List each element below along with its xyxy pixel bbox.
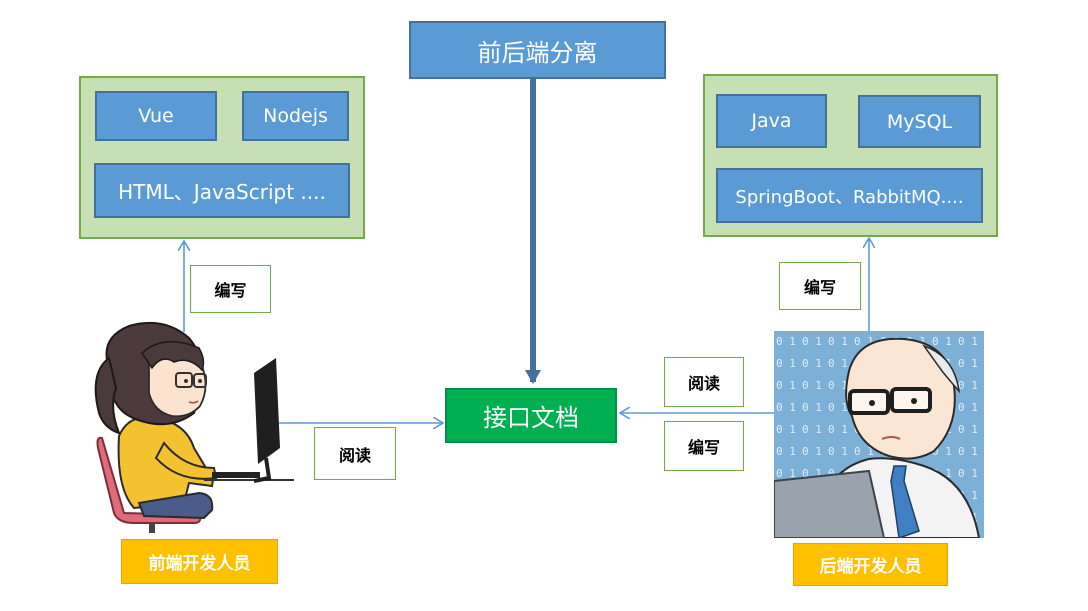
- frontend-role-badge: 前端开发人员: [121, 539, 278, 584]
- backend-developer-man-illustration: 0 1: [774, 331, 984, 538]
- backend-write-note: 编写: [779, 262, 861, 310]
- frontend-nodejs-label: Nodejs: [263, 105, 328, 127]
- frontend-read-note: 阅读: [314, 427, 396, 480]
- backend-write-doc-note: 编写: [664, 421, 744, 471]
- frontend-vue-label: Vue: [138, 105, 174, 127]
- backend-springboot-box: SpringBoot、RabbitMQ....: [716, 168, 983, 223]
- backend-mysql-label: MySQL: [886, 110, 953, 133]
- backend-java-label: Java: [751, 110, 792, 132]
- frontend-developer-girl-illustration: [94, 321, 294, 533]
- backend-read-note: 阅读: [664, 357, 744, 407]
- backend-developer-drawing: 0 1: [774, 331, 984, 538]
- frontend-vue-box: Vue: [95, 91, 217, 141]
- frontend-role-label: 前端开发人员: [148, 554, 251, 574]
- frontend-html-js-box: HTML、JavaScript ....: [94, 163, 350, 218]
- backend-role-badge: 后端开发人员: [793, 543, 948, 586]
- backend-role-label: 后端开发人员: [819, 557, 922, 577]
- frontend-write-label: 编写: [214, 281, 247, 300]
- backend-write-label: 编写: [803, 278, 836, 297]
- backend-mysql-box: MySQL: [858, 95, 981, 148]
- frontend-write-note: 编写: [190, 265, 271, 313]
- backend-read-label: 阅读: [687, 374, 720, 393]
- frontend-html-js-label: HTML、JavaScript ....: [118, 180, 326, 204]
- title-box: 前后端分离: [409, 21, 666, 79]
- backend-springboot-label: SpringBoot、RabbitMQ....: [735, 186, 964, 208]
- title-text: 前后端分离: [477, 38, 598, 67]
- frontend-nodejs-box: Nodejs: [242, 91, 349, 141]
- frontend-read-label: 阅读: [338, 445, 371, 465]
- backend-write-doc-label: 编写: [687, 438, 720, 457]
- api-doc-box: 接口文档: [445, 388, 617, 443]
- backend-java-box: Java: [716, 94, 827, 148]
- api-doc-label: 接口文档: [483, 404, 579, 432]
